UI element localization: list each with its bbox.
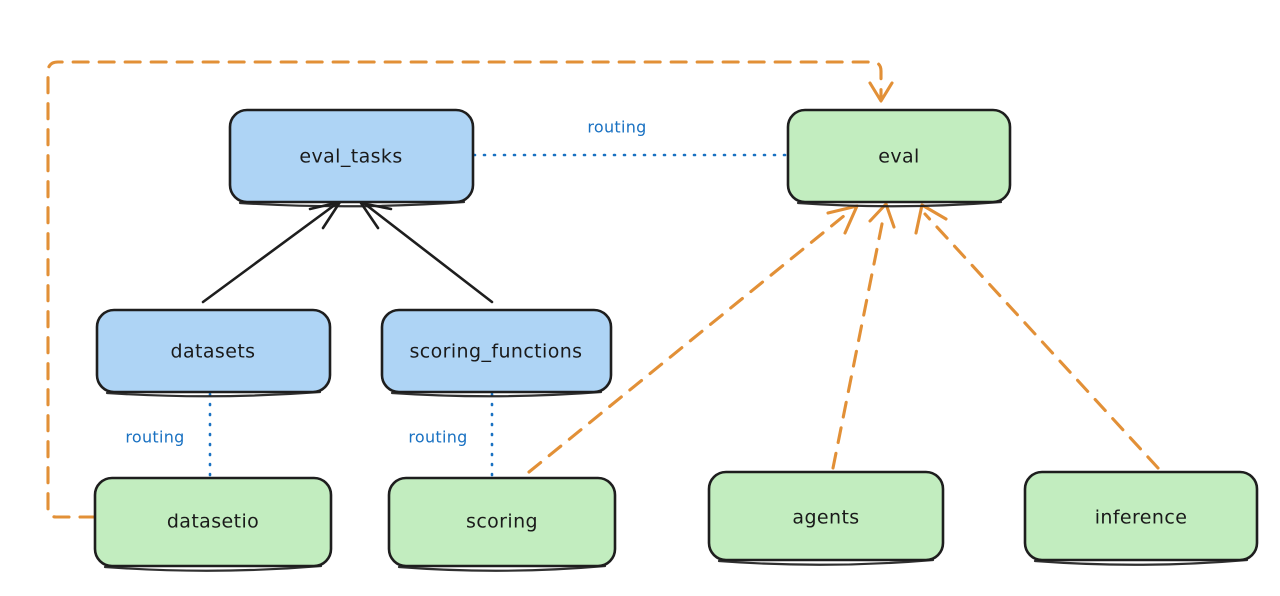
edge-datasetio-to-eval bbox=[46, 60, 894, 519]
node-label-eval: eval bbox=[878, 146, 919, 168]
node-label-agents: agents bbox=[792, 507, 859, 529]
edge-datasets-to-eval-tasks bbox=[201, 200, 342, 304]
node-label-scoring-functions: scoring_functions bbox=[410, 341, 583, 363]
node-layer: eval_tasks eval datasets scoring_functio… bbox=[93, 108, 1259, 572]
node-datasetio[interactable]: datasetio bbox=[93, 476, 333, 572]
edge-label-routing-scoring: routing bbox=[408, 428, 467, 447]
node-label-inference: inference bbox=[1095, 507, 1188, 529]
node-label-datasets: datasets bbox=[171, 341, 256, 363]
node-label-datasetio: datasetio bbox=[167, 511, 259, 533]
node-scoring-functions[interactable]: scoring_functions bbox=[380, 308, 613, 398]
node-datasets[interactable]: datasets bbox=[95, 308, 332, 398]
node-inference[interactable]: inference bbox=[1023, 470, 1259, 566]
edge-label-routing-eval: routing bbox=[587, 118, 646, 137]
edge-label-layer: routing routing routing bbox=[125, 118, 646, 447]
node-eval[interactable]: eval bbox=[786, 108, 1012, 208]
node-label-eval-tasks: eval_tasks bbox=[299, 146, 402, 168]
edge-layer bbox=[46, 60, 1160, 519]
node-label-scoring: scoring bbox=[466, 511, 538, 533]
edge-scoring-functions-to-eval-tasks bbox=[359, 201, 494, 304]
node-eval-tasks[interactable]: eval_tasks bbox=[228, 108, 475, 208]
edge-inference-to-eval bbox=[914, 203, 1160, 470]
node-scoring[interactable]: scoring bbox=[387, 476, 617, 572]
edge-label-routing-datasetio: routing bbox=[125, 428, 184, 447]
node-agents[interactable]: agents bbox=[707, 470, 945, 566]
edge-agents-to-eval bbox=[831, 202, 896, 470]
